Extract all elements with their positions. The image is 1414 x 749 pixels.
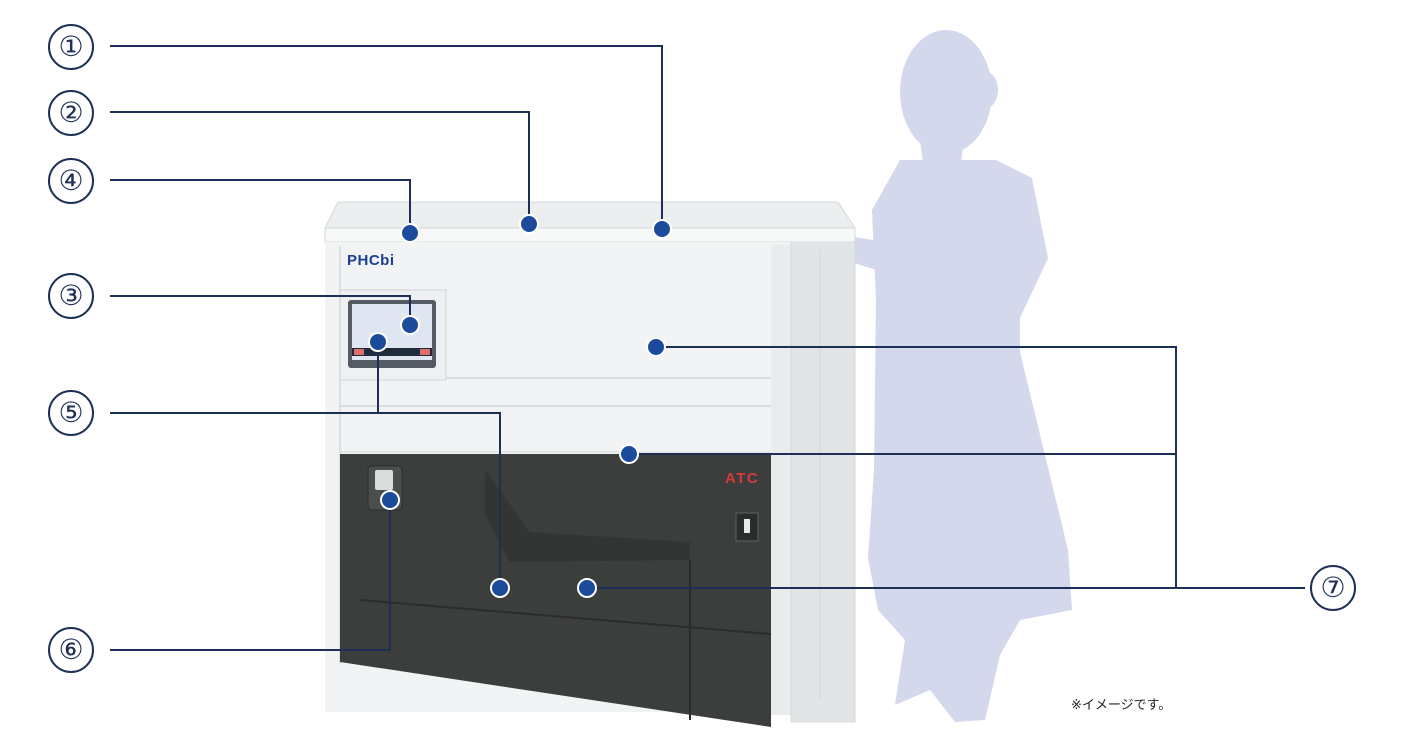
marker-4 [400, 223, 420, 243]
callout-label-1: ① [48, 24, 94, 70]
callout-label-4: ④ [48, 158, 94, 204]
marker-5a [368, 332, 388, 352]
model-badge: ATC [725, 470, 760, 487]
marker-6 [380, 490, 400, 510]
marker-3 [400, 315, 420, 335]
marker-5b [490, 578, 510, 598]
callout-label-2: ② [48, 90, 94, 136]
leader-line-7 [656, 346, 1305, 589]
marker-1 [652, 219, 672, 239]
marker-7c [577, 578, 597, 598]
leader-line-5-branch [378, 412, 501, 588]
marker-7b [619, 444, 639, 464]
callout-label-6: ⑥ [48, 627, 94, 673]
cabinet [324, 201, 856, 727]
leader-lines [110, 45, 1305, 651]
leader-line-4 [110, 179, 411, 233]
brand-logo: PHCbi [347, 252, 395, 269]
markers [368, 214, 672, 598]
callout-label-7: ⑦ [1310, 565, 1356, 611]
image-note: ※イメージです。 [1071, 698, 1172, 713]
callout-label-5: ⑤ [48, 390, 94, 436]
person-silhouette [795, 30, 1072, 722]
leader-line-1 [110, 45, 663, 229]
marker-2 [519, 214, 539, 234]
marker-7a [646, 337, 666, 357]
leader-line-2 [110, 111, 530, 224]
callout-label-3: ③ [48, 273, 94, 319]
leader-line-6 [110, 500, 391, 651]
